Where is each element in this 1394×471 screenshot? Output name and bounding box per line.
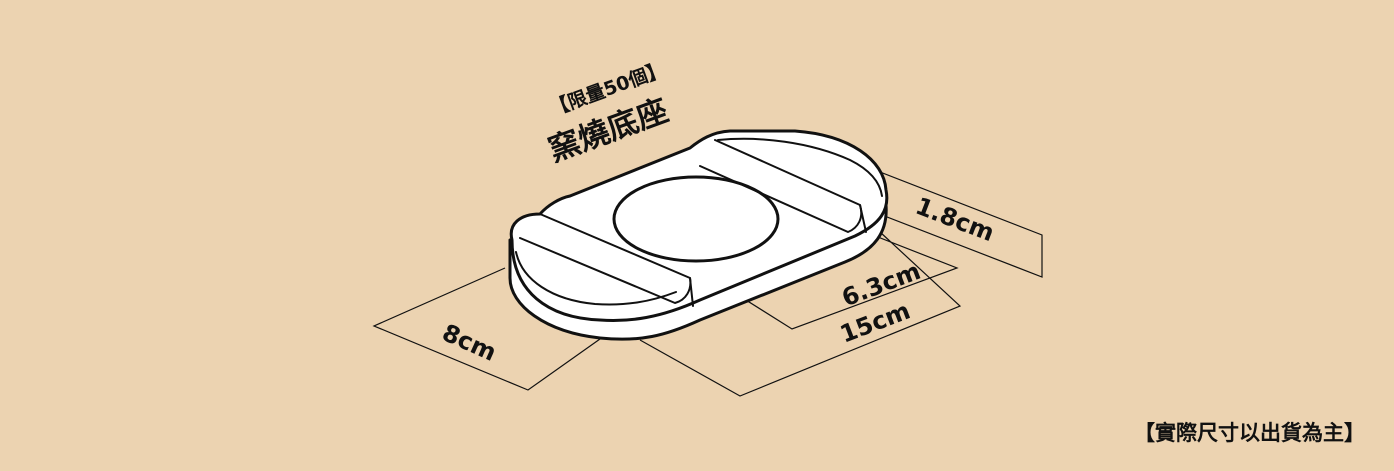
size-disclaimer-note: 【實際尺寸以出貨為主】 [1134,421,1365,445]
circular-recess [612,175,780,263]
hole-diameter-label: 6.3cm [838,257,924,312]
width-dimension-line [372,267,601,391]
kiln-base-illustration [508,129,889,341]
back-rim-detail [717,137,883,197]
front-rim-detail [515,251,677,306]
height-label: 1.8cm [912,192,998,247]
length-dimension-line [639,231,962,397]
left-slot-inner [689,277,694,307]
width-label: 8cm [438,319,500,367]
height-dimension-line [879,171,1043,278]
right-slot-inner [859,204,867,233]
